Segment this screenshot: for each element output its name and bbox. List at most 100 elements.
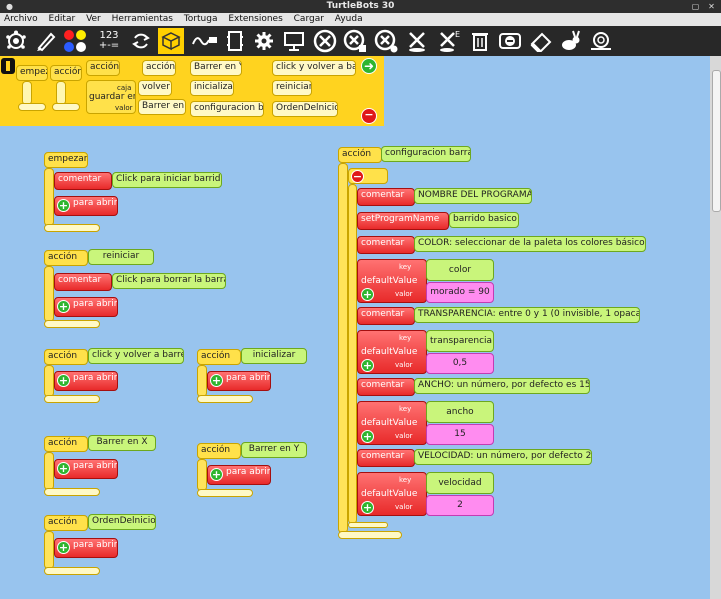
para-abrir-block[interactable]: para abrir — [54, 459, 118, 479]
collapse-minus-icon[interactable]: − — [351, 170, 364, 183]
action-name-field[interactable]: click y volver a barrer — [88, 348, 184, 364]
config-accion-block[interactable]: acción — [338, 147, 382, 163]
expand-plus-icon[interactable]: + — [57, 300, 70, 313]
expand-plus-icon[interactable]: + — [57, 374, 70, 387]
stop-2-icon[interactable] — [342, 28, 368, 54]
para-abrir-block[interactable]: para abrir — [207, 371, 271, 391]
palette-empezar-block[interactable]: empezar — [16, 65, 48, 81]
key-value-field[interactable]: color — [426, 259, 494, 281]
expand-plus-icon[interactable]: + — [57, 199, 70, 212]
default-value-block[interactable]: defaultValue — [357, 401, 427, 445]
value-field[interactable]: 0,5 — [426, 353, 494, 374]
accion-block[interactable]: acción — [44, 436, 88, 452]
para-abrir-block[interactable]: para abrir — [54, 196, 118, 216]
palette-accion2-block[interactable]: acción — [142, 60, 176, 76]
restore-button[interactable]: ▢ — [691, 2, 700, 11]
expand-plus-icon[interactable]: + — [210, 374, 223, 387]
menu-archivo[interactable]: Archivo — [4, 14, 38, 24]
comment-text-field[interactable]: NOMBRE DEL PROGRAMA — [414, 188, 532, 204]
flow-icon[interactable] — [128, 28, 154, 54]
action-name-field[interactable]: inicializar — [241, 348, 307, 364]
comment-text-field[interactable]: COLOR: seleccionar de la paleta los colo… — [414, 236, 646, 252]
board-icon[interactable] — [281, 28, 307, 54]
turtle-icon[interactable] — [3, 28, 29, 54]
settings-icon[interactable] — [251, 28, 277, 54]
program-name-field[interactable]: barrido basico — [449, 212, 519, 228]
expand-plus-icon[interactable]: + — [210, 468, 223, 481]
expand-plus-icon[interactable]: + — [361, 359, 374, 372]
expand-plus-icon[interactable]: + — [361, 288, 374, 301]
minus-icon[interactable] — [497, 28, 523, 54]
key-value-field[interactable]: velocidad — [426, 472, 494, 494]
palette-reiniciar-block[interactable]: reiniciar — [272, 80, 312, 96]
colors-icon[interactable] — [62, 28, 88, 54]
expand-plus-icon[interactable]: + — [57, 541, 70, 554]
comentar-block[interactable]: comentar — [357, 449, 415, 467]
palette-next-icon[interactable]: ➜ — [361, 58, 377, 74]
media-icon[interactable] — [222, 28, 248, 54]
sensors-icon[interactable] — [190, 28, 220, 54]
palette-orden-inicio-block[interactable]: OrdenDelnicio — [272, 101, 338, 117]
blocks-icon[interactable] — [158, 28, 184, 54]
eraser-turtle-icon[interactable] — [405, 28, 431, 54]
palette-accion-block[interactable]: acción — [50, 65, 82, 81]
accion-block[interactable]: acción — [197, 443, 241, 459]
numbers-icon[interactable]: 123 +-= — [94, 28, 124, 54]
close-button[interactable]: ✕ — [708, 2, 715, 11]
rabbit-icon[interactable] — [558, 28, 584, 54]
palette-barrer-x-block[interactable]: Barrer en X — [138, 99, 186, 115]
para-abrir-block[interactable]: para abrir — [54, 538, 118, 558]
palette-configuracion-barra-block[interactable]: configuracion barra — [190, 101, 264, 117]
palette-hide-icon[interactable]: − — [361, 108, 377, 124]
menu-cargar[interactable]: Cargar — [293, 14, 324, 24]
expand-plus-icon[interactable]: + — [361, 501, 374, 514]
accion-block[interactable]: acción — [197, 349, 241, 365]
action-name-field[interactable]: reiniciar — [88, 249, 154, 265]
stop-3-icon[interactable] — [373, 28, 399, 54]
palette-accion-box-block[interactable]: acción — [86, 60, 120, 76]
comentar-block[interactable]: comentar — [54, 273, 112, 291]
key-value-field[interactable]: transparencia — [426, 330, 494, 352]
comment-text-field[interactable]: VELOCIDAD: un número, por defecto 2. — [414, 449, 592, 465]
empezar-block[interactable]: empezar — [44, 152, 88, 168]
eraser-e-icon[interactable]: E — [436, 28, 462, 54]
key-value-field[interactable]: ancho — [426, 401, 494, 423]
comment-text-field[interactable]: TRANSPARENCIA: entre 0 y 1 (0 invisible,… — [414, 307, 640, 323]
value-field[interactable]: 2 — [426, 495, 494, 516]
accion-block[interactable]: acción — [44, 250, 88, 266]
comentar-block[interactable]: comentar — [357, 307, 415, 325]
trash-icon[interactable] — [467, 28, 493, 54]
expand-plus-icon[interactable]: + — [361, 430, 374, 443]
palette-click-volver-block[interactable]: click y volver a barrer — [272, 60, 356, 76]
config-name-field[interactable]: configuracion barra — [381, 146, 471, 162]
action-name-field[interactable]: Barrer en Y — [241, 442, 307, 458]
para-abrir-block[interactable]: para abrir — [207, 465, 271, 485]
vertical-scrollbar[interactable] — [710, 56, 721, 599]
comment-text-field[interactable]: Click para borrar la barra. — [112, 273, 226, 289]
action-name-field[interactable]: OrdenDelnicio — [88, 514, 156, 530]
comentar-block[interactable]: comentar — [357, 378, 415, 396]
value-field[interactable]: morado = 90 — [426, 282, 494, 303]
menu-ver[interactable]: Ver — [86, 14, 101, 24]
comentar-block[interactable]: comentar — [357, 188, 415, 206]
palette-guardar-block[interactable]: caja guardar en valor — [86, 80, 136, 114]
menu-editar[interactable]: Editar — [48, 14, 76, 24]
set-program-name-block[interactable]: setProgramName — [357, 212, 449, 230]
para-abrir-block[interactable]: para abrir — [54, 371, 118, 391]
palette-volver-block[interactable]: volver — [138, 80, 172, 96]
palette-orientation-button[interactable] — [0, 56, 16, 126]
menu-ayuda[interactable]: Ayuda — [334, 14, 363, 24]
comment-text-field[interactable]: Click para iniciar barrido. — [112, 172, 222, 188]
menu-extensiones[interactable]: Extensiones — [228, 14, 283, 24]
action-name-field[interactable]: Barrer en X — [88, 435, 156, 451]
accion-block[interactable]: acción — [44, 349, 88, 365]
para-abrir-block[interactable]: para abrir — [54, 297, 118, 317]
clean-icon[interactable] — [528, 28, 554, 54]
menu-tortuga[interactable]: Tortuga — [183, 14, 218, 24]
stop-icon[interactable] — [312, 28, 338, 54]
palette-barrer-y-block[interactable]: Barrer en Y — [190, 60, 242, 76]
menu-herramientas[interactable]: Herramientas — [111, 14, 173, 24]
snail-icon[interactable] — [588, 28, 614, 54]
pen-icon[interactable] — [33, 28, 59, 54]
value-field[interactable]: 15 — [426, 424, 494, 445]
